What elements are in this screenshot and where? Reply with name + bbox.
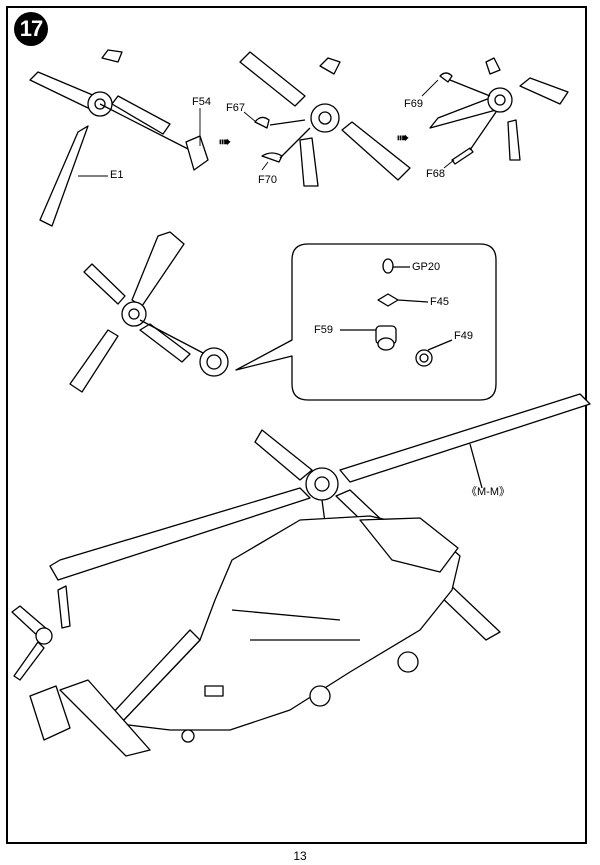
helicopter-main-view [11,393,591,757]
part-label-f54: F54 [192,96,211,108]
detail-callout [235,243,497,401]
rotor-head-view-2 [239,51,411,187]
part-label-f59: F59 [314,324,333,336]
rotor-head-view-4 [69,231,229,393]
part-label-f67: F67 [226,102,245,114]
next-step-arrow-icon: ➠ [218,132,232,151]
part-label-gp20: GP20 [412,261,441,273]
step-number-badge: 17 [14,12,48,46]
part-label-e1: E1 [110,169,124,181]
part-label-f69: F69 [404,98,423,110]
next-step-arrow-icon: ➠ [396,128,410,147]
part-label-f49: F49 [454,330,473,342]
rotor-head-view-1 [29,49,209,227]
part-label-mm: 《M-M》 [466,486,510,498]
part-label-f68: F68 [426,168,445,180]
part-label-f45: F45 [430,296,449,308]
part-label-f70: F70 [258,174,277,186]
instruction-frame [6,6,587,844]
page-number: 13 [293,849,307,863]
rotor-head-view-3 [429,57,569,165]
